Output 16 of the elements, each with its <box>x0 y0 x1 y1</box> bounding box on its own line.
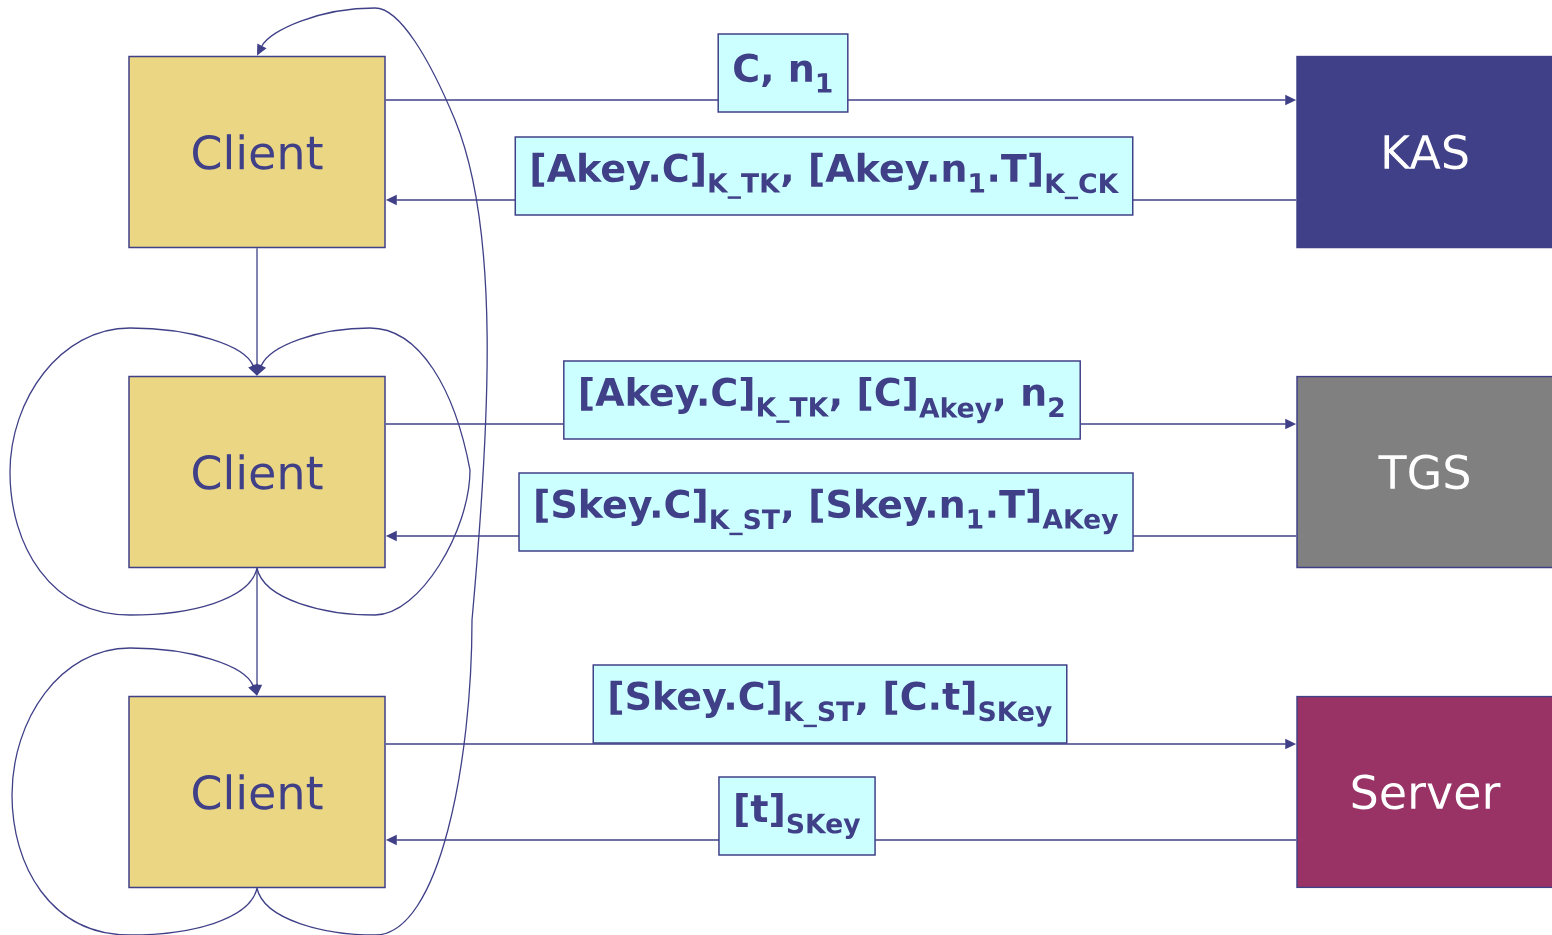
message-label: [Skey.C]$_{K_ST}$, [Skey.n$_{1}$.T]$_{AKey}$ <box>518 472 1134 552</box>
message-label: [Akey.C]$_{K_TK}$, [C]$_{Akey}$, n$_{2}$ <box>563 360 1081 440</box>
client-box: Client <box>128 375 386 569</box>
arrow <box>256 327 471 616</box>
arrow <box>11 647 258 935</box>
client-box: Client <box>128 55 386 249</box>
server-box: Server <box>1296 695 1552 889</box>
client-box: Client <box>128 695 386 889</box>
arrow <box>9 327 258 616</box>
arrow <box>256 7 488 935</box>
server-box: KAS <box>1296 55 1552 249</box>
message-label: [Skey.C]$_{K_ST}$, [C.t]$_{SKey}$ <box>592 664 1068 744</box>
message-label: C, n$_{1}$ <box>717 33 849 113</box>
message-label: [Akey.C]$_{K_TK}$, [Akey.n$_{1}$.T]$_{K_CK}$ <box>514 136 1134 216</box>
message-label: [t]$_{SKey}$ <box>718 776 876 856</box>
server-box: TGS <box>1296 375 1552 569</box>
